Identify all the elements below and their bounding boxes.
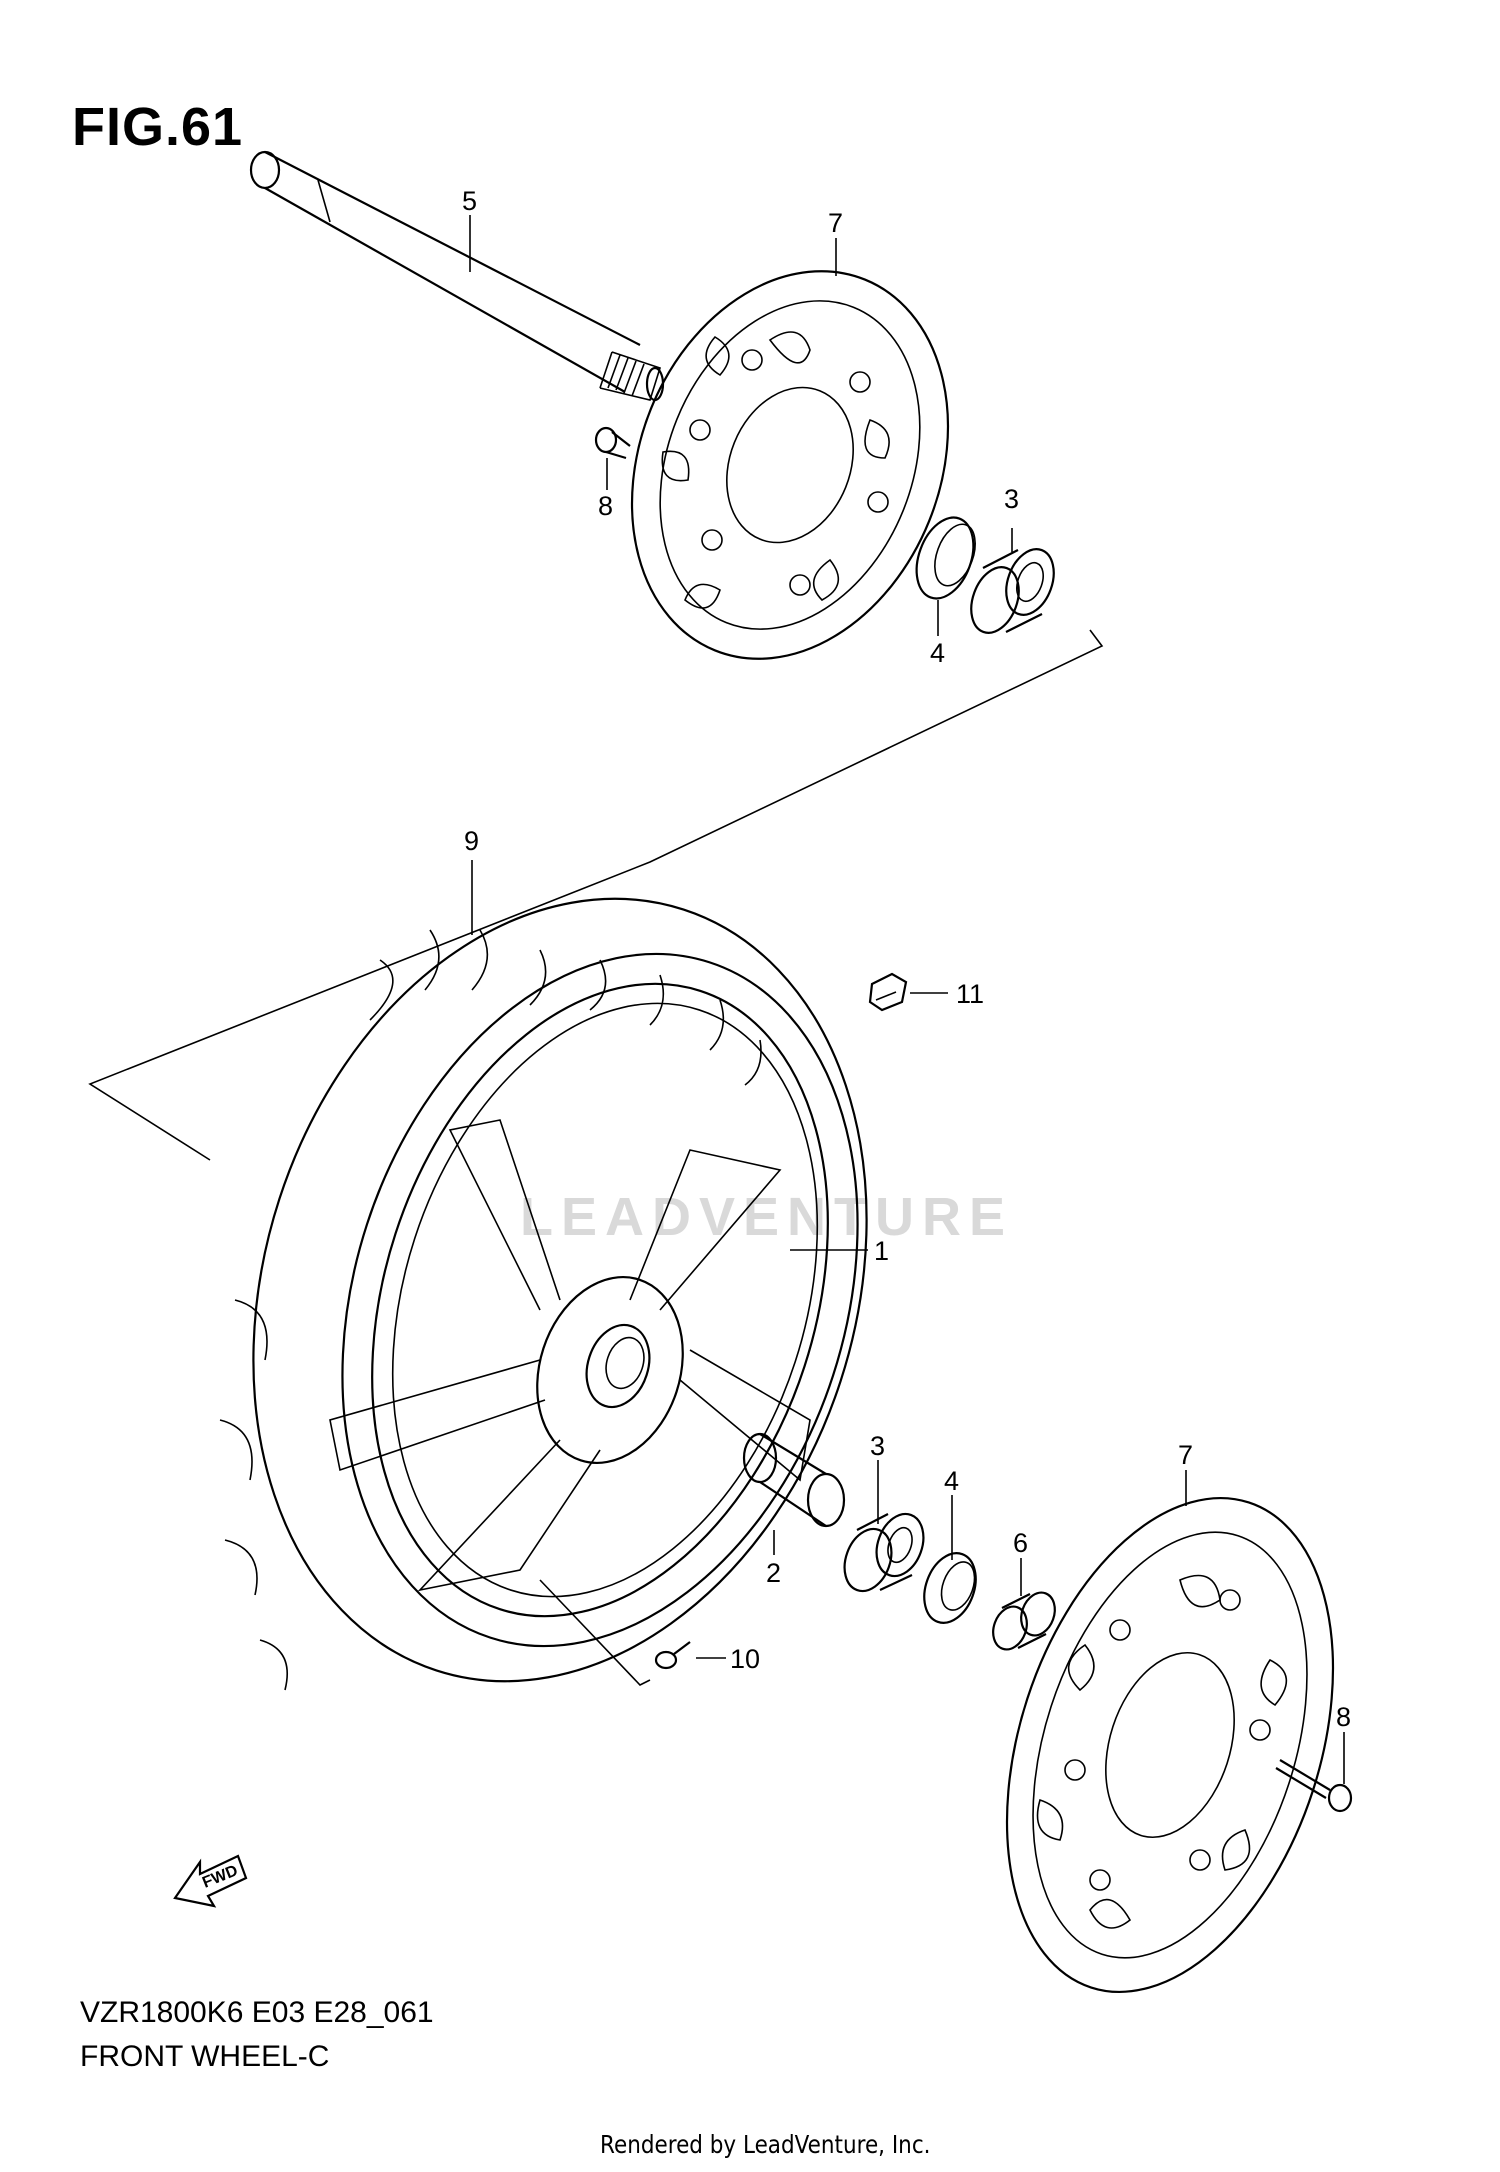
callout-4-bottom: 4 bbox=[944, 1466, 959, 1496]
callout-8-top: 8 bbox=[598, 491, 613, 521]
wheel-rim-part-1[interactable] bbox=[295, 924, 905, 1675]
callout-3-bottom: 3 bbox=[870, 1431, 885, 1461]
spacer-part-6[interactable] bbox=[987, 1588, 1060, 1654]
rendered-by-credit: Rendered by LeadVenture, Inc. bbox=[600, 2130, 931, 2159]
callout-9: 9 bbox=[464, 826, 479, 856]
forward-direction-arrow: FWD bbox=[173, 1854, 248, 1908]
callout-4-top: 4 bbox=[930, 638, 945, 668]
section-plane-outline bbox=[88, 629, 1104, 1161]
oil-seal-top-part-4[interactable] bbox=[906, 510, 984, 607]
front-tire-part-9[interactable] bbox=[156, 818, 964, 1761]
spacer-part-2[interactable] bbox=[742, 1432, 846, 1528]
brake-disc-bottom-part-7[interactable] bbox=[949, 1456, 1392, 2034]
callout-leader-lines bbox=[469, 215, 1345, 1784]
callout-1: 1 bbox=[874, 1236, 889, 1266]
model-code-label: VZR1800K6 E03 E28_061 bbox=[80, 1996, 434, 2029]
bearing-bottom-part-3[interactable] bbox=[836, 1507, 931, 1597]
callout-8-bottom: 8 bbox=[1336, 1702, 1351, 1732]
watermark-text: LEADVENTURE bbox=[520, 1187, 1013, 1247]
callout-5: 5 bbox=[462, 186, 477, 216]
oil-seal-bottom-part-4[interactable] bbox=[915, 1546, 985, 1630]
bearing-top-part-3[interactable] bbox=[963, 543, 1063, 640]
valve-part-10[interactable] bbox=[654, 1641, 691, 1670]
callout-11: 11 bbox=[956, 979, 984, 1009]
disc-bolt-bottom-part-8[interactable] bbox=[1275, 1759, 1353, 1813]
callout-10: 10 bbox=[730, 1644, 760, 1674]
brake-disc-top-part-7[interactable] bbox=[576, 223, 1004, 706]
callout-2: 2 bbox=[766, 1558, 781, 1588]
callout-3-top: 3 bbox=[1004, 484, 1019, 514]
fwd-label: FWD bbox=[200, 1862, 240, 1891]
figure-title: FIG.61 bbox=[72, 97, 244, 157]
callout-7-bottom: 7 bbox=[1178, 1440, 1193, 1470]
disc-bolt-top-part-8[interactable] bbox=[594, 426, 631, 460]
callout-7-top: 7 bbox=[828, 208, 843, 238]
callout-labels: 5 7 8 3 4 9 11 1 3 4 6 7 2 10 8 bbox=[462, 186, 1351, 1732]
front-axle-part-5[interactable] bbox=[249, 150, 665, 402]
section-name-label: FRONT WHEEL-C bbox=[80, 2040, 330, 2073]
balancer-weight-part-11[interactable] bbox=[868, 972, 908, 1012]
callout-6: 6 bbox=[1013, 1528, 1028, 1558]
